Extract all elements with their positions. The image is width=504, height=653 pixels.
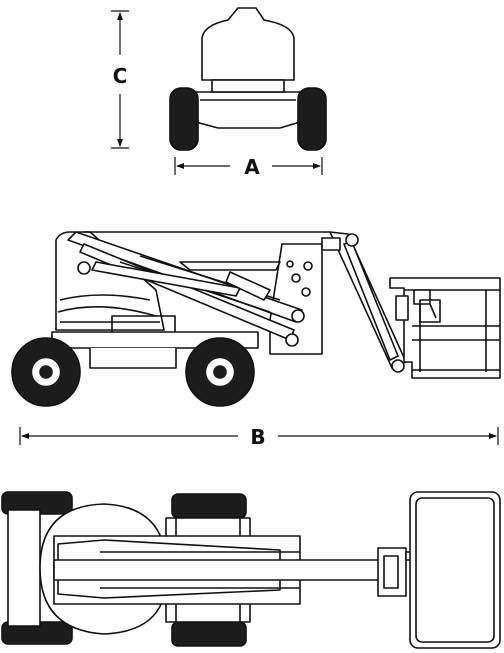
dimension-a [174, 157, 323, 175]
width-label: A [244, 155, 260, 179]
front-cowl [201, 7, 295, 81]
side-view [11, 231, 501, 407]
length-label: B [250, 425, 265, 449]
side-front-wheel [185, 337, 255, 407]
top-front-left-wheel [171, 493, 247, 519]
front-right-wheel [297, 87, 327, 151]
front-chassis [195, 91, 301, 129]
dimension-b [19, 427, 499, 445]
top-view [1, 491, 501, 649]
top-platform [409, 491, 501, 649]
height-label: C [113, 64, 128, 88]
top-boom-inner [53, 559, 385, 581]
dimension-c [111, 10, 129, 149]
side-rear-wheel [11, 337, 81, 407]
front-left-wheel [169, 87, 199, 151]
front-view [169, 7, 327, 151]
side-rear-housing [55, 231, 165, 331]
side-platform-basket [389, 277, 501, 379]
top-front-right-wheel [171, 621, 247, 647]
